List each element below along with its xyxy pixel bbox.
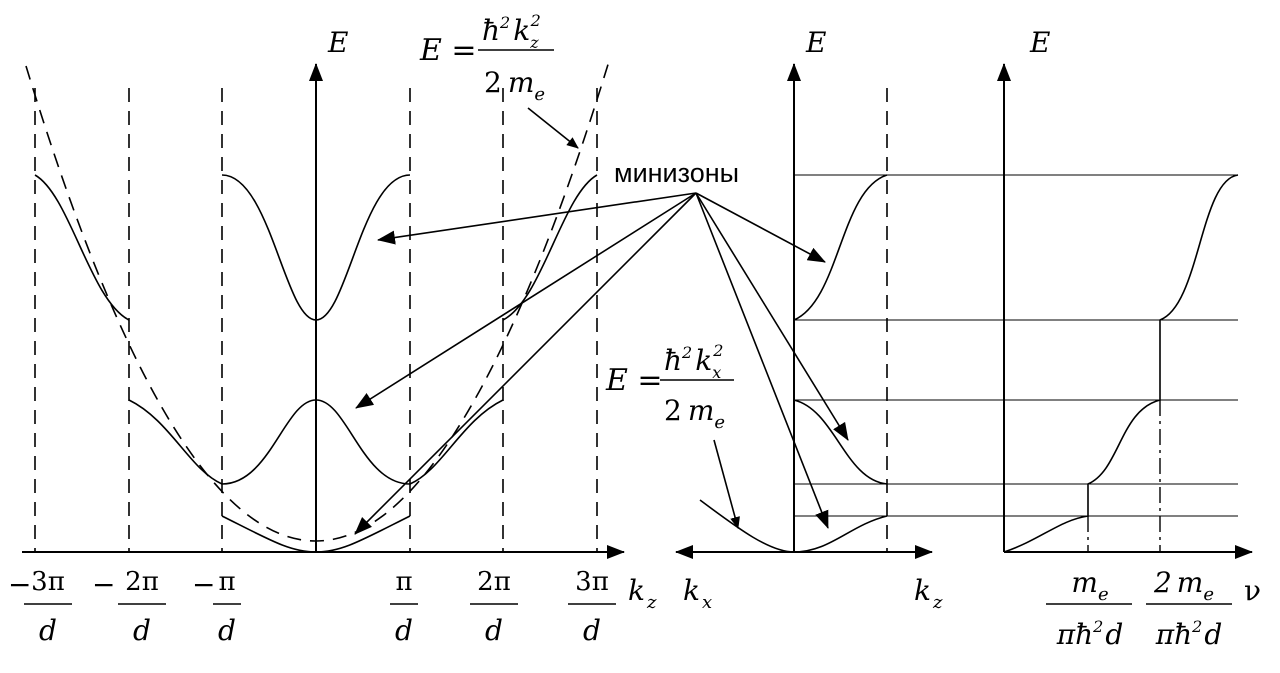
energy-level-lines — [794, 174, 1238, 517]
svg-text:me: me — [1071, 566, 1108, 605]
svg-text:E =: E = — [419, 33, 477, 68]
svg-text:d: d — [39, 614, 57, 647]
reduced-miniband-2 — [793, 399, 888, 485]
miniband-3-right — [502, 174, 598, 321]
reduced-miniband-3 — [793, 174, 888, 321]
miniband-pointer-4 — [695, 192, 826, 263]
miniband-1-central — [221, 515, 411, 553]
nu-tick-1: me πħ2d — [1046, 566, 1132, 651]
minibands-label: минизоны — [614, 158, 739, 188]
miniband-pointer-3 — [354, 192, 697, 535]
formula-kz-pointer — [527, 107, 579, 149]
svg-text:3π: 3π — [575, 567, 609, 597]
tick-m2pi: − 2π d — [92, 567, 166, 647]
kz-tick-labels: − 3π d − 2π d − π d π d — [8, 567, 616, 647]
svg-text:d: d — [583, 614, 601, 647]
reduced-miniband-1 — [793, 515, 888, 553]
svg-text:3π: 3π — [31, 567, 65, 597]
svg-text:π: π — [218, 567, 235, 597]
kx-parabola — [699, 499, 795, 553]
energy-axis-1-label: E — [327, 26, 348, 59]
svg-text:2me: 2me — [664, 394, 725, 433]
tick-p2pi: 2π d — [470, 567, 518, 647]
free-electron-parabola — [25, 57, 611, 542]
miniband-pointer-2 — [355, 192, 697, 409]
density-of-states-curve — [1003, 174, 1239, 553]
miniband-2-right — [409, 399, 504, 485]
tick-m3pi: − 3π d — [8, 567, 72, 647]
miniband-3-central — [221, 174, 411, 321]
energy-axis-3-label: E — [1029, 26, 1050, 59]
svg-text:d: d — [218, 614, 236, 647]
tick-p1pi: π d — [390, 567, 418, 647]
svg-text:d: d — [395, 614, 413, 647]
svg-text:−: − — [192, 568, 215, 601]
nu-axis-label: ν — [1244, 574, 1261, 607]
tick-m1pi: − π d — [192, 567, 241, 647]
miniband-pointer-1 — [377, 192, 697, 245]
miniband-2-central — [221, 399, 411, 485]
svg-text:2me: 2me — [484, 66, 545, 105]
svg-text:πħ2d: πħ2d — [1155, 617, 1223, 651]
formula-kx-pointer — [713, 439, 740, 529]
svg-text:−: − — [92, 568, 115, 601]
energy-axis-2-label: E — [805, 26, 826, 59]
miniband-3-left — [34, 174, 130, 321]
svg-text:−: − — [8, 568, 31, 601]
tick-p3pi: 3π d — [568, 567, 616, 647]
svg-text:d: d — [485, 614, 503, 647]
miniband-pointer-5 — [695, 192, 849, 441]
minibands-annotation: минизоны — [354, 158, 849, 535]
svg-text:2me: 2me — [1153, 566, 1214, 605]
svg-text:π: π — [395, 567, 412, 597]
miniband-2-left — [128, 399, 223, 485]
svg-text:πħ2d: πħ2d — [1056, 617, 1124, 651]
svg-text:d: d — [133, 614, 151, 647]
miniband-pointer-6 — [695, 192, 829, 529]
svg-text:2π: 2π — [477, 567, 511, 597]
svg-text:E =: E = — [605, 363, 663, 398]
svg-text:2π: 2π — [125, 567, 159, 597]
